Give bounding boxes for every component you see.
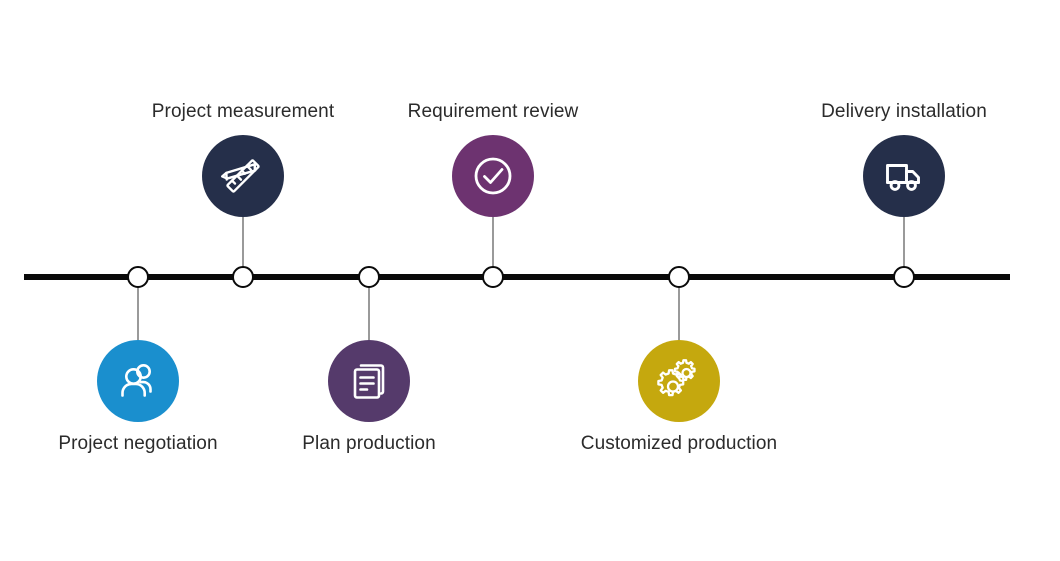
step-connector — [678, 287, 680, 340]
step-connector — [368, 287, 370, 340]
timeline-axis — [24, 274, 1010, 280]
step-label-3: Plan production — [302, 433, 436, 454]
step-connector — [492, 217, 494, 267]
step-connector — [137, 287, 139, 340]
step-label-1: Project negotiation — [58, 433, 218, 454]
timeline-node-3[interactable] — [358, 266, 380, 288]
truck-icon — [880, 152, 928, 200]
step-label-2: Project measurement — [151, 101, 335, 122]
step-label-4: Requirement review — [407, 101, 579, 122]
users-icon — [114, 357, 162, 405]
step-label-5: Customized production — [580, 433, 778, 454]
timeline-node-6[interactable] — [893, 266, 915, 288]
step-label-6: Delivery installation — [821, 101, 987, 122]
timeline-node-4[interactable] — [482, 266, 504, 288]
step-connector — [242, 217, 244, 267]
pencil-ruler-icon — [218, 151, 268, 201]
timeline-node-2[interactable] — [232, 266, 254, 288]
step-icon-bubble-3[interactable] — [328, 340, 410, 422]
step-icon-bubble-2[interactable] — [202, 135, 284, 217]
step-icon-bubble-6[interactable] — [863, 135, 945, 217]
gears-icon — [654, 356, 704, 406]
step-icon-bubble-5[interactable] — [638, 340, 720, 422]
check-circle-icon — [468, 151, 518, 201]
step-connector — [903, 217, 905, 267]
documents-icon — [346, 358, 392, 404]
timeline-node-5[interactable] — [668, 266, 690, 288]
timeline-node-1[interactable] — [127, 266, 149, 288]
step-icon-bubble-4[interactable] — [452, 135, 534, 217]
step-icon-bubble-1[interactable] — [97, 340, 179, 422]
